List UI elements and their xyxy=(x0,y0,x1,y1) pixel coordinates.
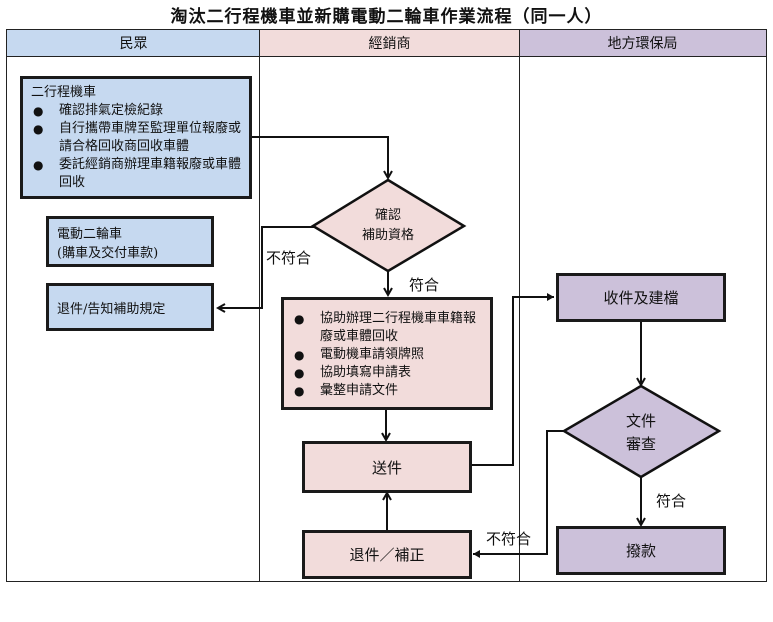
lane-header-epa: 地方環保局 xyxy=(519,30,766,57)
swimlane-frame xyxy=(6,29,767,582)
electric-scooter-title: 電動二輪車 xyxy=(57,227,123,242)
return-correction-label: 退件／補正 xyxy=(349,546,425,564)
lane-label: 民眾 xyxy=(119,36,148,52)
decision-doc-review-shape xyxy=(561,384,722,479)
list-item: 協助辦理二行程機車車籍報廢或車體回收 xyxy=(288,310,484,346)
list-item: 確認排氣定檢紀錄 xyxy=(27,102,241,120)
eligible-label: 符合 xyxy=(409,276,440,294)
two-stroke-heading: 二行程機車 xyxy=(31,85,97,100)
decision-line: 確認 xyxy=(374,208,401,223)
list-item: 自行攜帶車牌至監理單位報廢或請合格回收商回收車體 xyxy=(27,120,241,156)
dealer-task-items: 協助辦理二行程機車車籍報廢或車體回收 電動機車請領牌照 協助填寫申請表 彙整申請… xyxy=(288,310,484,400)
review-pass-label: 符合 xyxy=(656,492,687,510)
return-notify-box: 退件/告知補助規定 xyxy=(46,283,214,331)
lane-divider xyxy=(519,30,520,582)
receive-file-box: 收件及建檔 xyxy=(556,273,726,322)
send-documents-box: 送件 xyxy=(302,441,472,493)
not-eligible-label: 不符合 xyxy=(266,249,312,267)
decision-line: 補助資格 xyxy=(361,228,414,243)
electric-scooter-note: (購車及交付車款) xyxy=(57,246,159,261)
lane-label: 地方環保局 xyxy=(607,36,678,52)
decision-line: 審查 xyxy=(625,435,656,453)
decision-doc-review-text: 文件 審查 xyxy=(600,410,682,456)
decision-eligibility-shape xyxy=(310,178,467,273)
electric-scooter-box: 電動二輪車 (購車及交付車款) xyxy=(46,216,214,267)
connector-not-eligible xyxy=(218,226,315,308)
payment-box: 撥款 xyxy=(556,526,726,575)
list-item: 協助填寫申請表 xyxy=(288,364,484,382)
two-stroke-motorcycle-box: 二行程機車 確認排氣定檢紀錄 自行攜帶車牌至監理單位報廢或請合格回收商回收車體 … xyxy=(20,76,252,199)
connector-send-to-receive xyxy=(471,293,554,466)
review-fail-label: 不符合 xyxy=(486,530,532,548)
decision-line: 文件 xyxy=(625,412,656,430)
lane-header-citizen: 民眾 xyxy=(7,30,260,57)
receive-file-label: 收件及建檔 xyxy=(603,289,679,307)
lane-divider xyxy=(259,30,260,582)
payment-label: 撥款 xyxy=(625,542,656,560)
send-documents-label: 送件 xyxy=(371,458,402,477)
list-item: 彙整申請文件 xyxy=(288,382,484,400)
lane-label: 經銷商 xyxy=(368,36,411,52)
return-correction-box: 退件／補正 xyxy=(302,530,472,579)
lane-header-dealer: 經銷商 xyxy=(260,30,519,57)
page-title: 淘汰二行程機車並新購電動二輪車作業流程（同一人） xyxy=(170,7,603,27)
list-item: 委託經銷商辦理車籍報廢或車體回收 xyxy=(27,156,241,192)
decision-eligibility-text: 確認 補助資格 xyxy=(340,206,436,246)
connector-review-rejected xyxy=(473,430,564,558)
return-notify-label: 退件/告知補助規定 xyxy=(57,301,166,317)
two-stroke-items: 確認排氣定檢紀錄 自行攜帶車牌至監理單位報廢或請合格回收商回收車體 委託經銷商辦… xyxy=(27,102,241,192)
connector-two-stroke-to-decision xyxy=(251,136,388,178)
dealer-tasks-box: 協助辦理二行程機車車籍報廢或車體回收 電動機車請領牌照 協助填寫申請表 彙整申請… xyxy=(281,297,493,410)
list-item: 電動機車請領牌照 xyxy=(288,346,484,364)
